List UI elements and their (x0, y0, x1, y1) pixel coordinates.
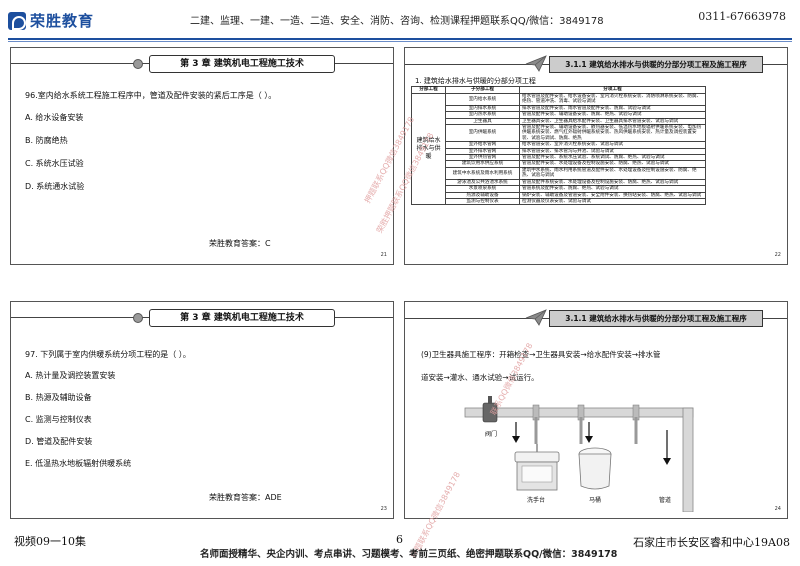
subdivision-cell: 监测与控制仪表 (445, 197, 520, 206)
table-row: 水景喷泉系统 管道系统及配件安装、防腐、绝热、试验与调试 (412, 185, 706, 193)
subdivision-cell: 室内给水系统 (445, 93, 520, 106)
chapter-title: 第 3 章 建筑机电工程施工技术 (149, 309, 335, 327)
item-cell: 管道及配件安装、辅助设备安装、散热器安装、低温热水地板辐射供暖系统安装、电加热供… (519, 124, 706, 143)
question-text: 96.室内给水系统工程施工程序中，管道及配件安装的紧后工序是（ ）。 (25, 91, 277, 100)
process-text-line1: (9)卫生器具施工程序：开箱检查→卫生器具安装→给水配件安装→排水管 (421, 350, 661, 359)
table-row: 监测与控制仪表 检测仪器及仪表安装、试验与调试 (412, 197, 706, 206)
header-divider (8, 38, 792, 40)
table-header-division: 分部工程 (411, 86, 446, 94)
flow-arrow (585, 422, 593, 443)
answer-text: 荣胜教育答案：ADE (209, 493, 282, 502)
table-header-subdivision: 子分部工程 (445, 86, 520, 94)
option-a: A. 给水设备安装 (25, 113, 84, 122)
header-phone: 0311-67663978 (698, 10, 786, 23)
chapter-badge-icon (133, 313, 143, 323)
chapter-title: 第 3 章 建筑机电工程施工技术 (149, 55, 335, 73)
sink-label: 洗手台 (527, 496, 545, 504)
footer-address: 石家庄市长安区睿和中心19A08 (633, 536, 790, 549)
item-cell: 给水管道及配件安装、给水设备安装、室内消火栓系统安装、消防喷淋系统安装、防腐、绝… (519, 93, 706, 106)
table-row: 热源及辅助设备 锅炉安装、辅助设备及管道安装、安全附件安装、换热站安装、防腐、绝… (412, 191, 706, 199)
subdivision-table: 分部工程 子分部工程 分项工程 建筑给水排水与供暖 室内给水系统 给水管道及配件… (411, 86, 706, 206)
logo-text: 荣胜教育 (30, 12, 95, 30)
section-title: 3.1.1 建筑给水排水与供暖的分部分项工程及施工程序 (549, 56, 763, 73)
option-d: D. 管道及配件安装 (25, 437, 93, 446)
paper-plane-icon (525, 309, 547, 326)
plumbing-diagram: 阀门 洗手台 马桶 管道 (464, 396, 694, 512)
table-row: 建筑饮用水供应系统 管道及配件安装、水处理设备及控制设施安装、防腐、绝热、试验与… (412, 160, 706, 168)
table-caption: 1. 建筑给水排水与供暖的分部分项工程 (415, 77, 536, 85)
process-text-line2: 道安装→灌水、通水试验→试运行。 (421, 373, 539, 382)
question-text: 97. 下列属于室内供暖系统分项工程的是（ ）。 (25, 350, 191, 359)
section-header: 3.1.1 建筑给水排水与供暖的分部分项工程及施工程序 (405, 54, 787, 74)
section-header: 3.1.1 建筑给水排水与供暖的分部分项工程及施工程序 (405, 308, 787, 328)
slide-24: 3.1.1 建筑给水排水与供暖的分部分项工程及施工程序 (9)卫生器具施工程序：… (404, 301, 788, 519)
item-cell: 锅炉安装、辅助设备及管道安装、安全附件安装、换热站安装、防腐、绝热、试验与调试 (519, 191, 706, 199)
slide-page-number: 23 (380, 506, 387, 512)
slide-page-number: 21 (380, 252, 387, 258)
flow-arrow (512, 422, 520, 443)
valve-label: 阀门 (485, 430, 497, 438)
page-header: 荣胜教育 二建、监理、一建、一造、二造、安全、消防、咨询、检测课程押题联系QQ/… (0, 0, 800, 42)
slide-23: 第 3 章 建筑机电工程施工技术 97. 下列属于室内供暖系统分项工程的是（ ）… (10, 301, 394, 519)
option-c: C. 监测与控制仪表 (25, 415, 92, 424)
chapter-badge-icon (133, 59, 143, 69)
option-a: A. 热计量及调控装置安装 (25, 371, 116, 380)
item-cell: 建筑中水系统、雨水利用系统管道及配件安装、水处理设备及控制设施安装、防腐、绝热、… (519, 166, 706, 180)
paper-plane-icon (525, 55, 547, 72)
item-cell: 给水管道安装、室外消火栓系统安装、试验与调试 (519, 141, 706, 149)
item-cell: 检测仪器及仪表安装、试验与调试 (519, 197, 706, 206)
chapter-header: 第 3 章 建筑机电工程施工技术 (11, 55, 393, 73)
footer-ad: 名师面授精华、央企内训、考点串讲、习题模考、考前三页纸、绝密押题联系QQ/微信：… (200, 549, 618, 560)
logo-icon (8, 11, 26, 30)
subdivision-cell: 室内供暖系统 (445, 124, 520, 143)
option-b: B. 防腐绝热 (25, 136, 68, 145)
table-row: 建筑给水排水与供暖 室内给水系统 给水管道及配件安装、给水设备安装、室内消火栓系… (411, 92, 706, 206)
table-row: 室外供热管网 管道及配件安装、系统水压试验、系统调试、防腐、绝热、试验与调试 (412, 154, 706, 162)
subdivision-cell: 建筑中水系统及雨水利用系统 (445, 166, 520, 180)
slide-page-number: 22 (774, 252, 781, 258)
item-cell: 管道及配件安装、系统水压试验、系统调试、防腐、绝热、试验与调试 (519, 154, 706, 162)
table-row: 卫生器具 卫生器具安装、卫生器具给水配件安装、卫生器具排水管道安装、试验与调试 (412, 117, 706, 126)
option-c: C. 系统水压试验 (25, 159, 84, 168)
table-row: 室外给水管网 给水管道安装、室外消火栓系统安装、试验与调试 (412, 141, 706, 149)
footer-page-number: 6 (396, 533, 403, 546)
flow-arrow (663, 430, 671, 465)
item-cell: 卫生器具安装、卫生器具给水配件安装、卫生器具排水管道安装、试验与调试 (519, 117, 706, 126)
option-e: E. 低温热水地板辐射供暖系统 (25, 459, 132, 468)
table-row: 室外排水管网 排水管道安装、排水管沟与井池、试验与调试 (412, 147, 706, 156)
footer-left: 视频09一10集 (14, 535, 86, 548)
table-row: 游泳池及公共浴池水系统 管道及配件系统安装、水处理设备及控制设施安装、防腐、绝热… (412, 178, 706, 187)
item-cell: 管道及配件安装、水处理设备及控制设施安装、防腐、绝热、试验与调试 (519, 160, 706, 168)
section-title: 3.1.1 建筑给水排水与供暖的分部分项工程及施工程序 (549, 310, 763, 327)
header-divider-thin (8, 41, 792, 42)
item-cell: 管道系统及配件安装、防腐、绝热、试验与调试 (519, 185, 706, 193)
item-cell: 排水管道安装、排水管沟与井池、试验与调试 (519, 147, 706, 156)
toilet-icon (578, 447, 612, 490)
slide-page-number: 24 (774, 506, 781, 512)
table-row: 建筑中水系统及雨水利用系统 建筑中水系统、雨水利用系统管道及配件安装、水处理设备… (412, 166, 706, 180)
item-cell: 管道及配件安装、辅助设备安装、防腐、绝热、试验与调试 (519, 111, 706, 119)
header-title: 二建、监理、一建、一造、二造、安全、消防、咨询、检测课程押题联系QQ/微信：38… (190, 16, 604, 27)
valve-icon (482, 396, 498, 423)
option-d: D. 系统通水试验 (25, 182, 85, 191)
answer-text: 荣胜教育答案：C (209, 239, 271, 248)
table-header-item: 分项工程 (519, 86, 706, 94)
slide-22: 3.1.1 建筑给水排水与供暖的分部分项工程及施工程序 1. 建筑给水排水与供暖… (404, 47, 788, 265)
sink-icon (514, 444, 560, 491)
drain-riser-pipe (682, 407, 694, 512)
slide-21: 第 3 章 建筑机电工程施工技术 96.室内给水系统工程施工程序中，管道及配件安… (10, 47, 394, 265)
table-row: 室内热水系统 管道及配件安装、辅助设备安装、防腐、绝热、试验与调试 (412, 111, 706, 119)
table-row: 室内供暖系统 管道及配件安装、辅助设备安装、散热器安装、低温热水地板辐射供暖系统… (412, 124, 706, 143)
chapter-header: 第 3 章 建筑机电工程施工技术 (11, 309, 393, 327)
option-b: B. 热源及辅助设备 (25, 393, 92, 402)
brand-logo: 荣胜教育 (8, 10, 94, 31)
toilet-label: 马桶 (589, 496, 601, 504)
item-cell: 管道及配件系统安装、水处理设备及控制设施安装、防腐、绝热、试验与调试 (519, 178, 706, 187)
pipe-label: 管道 (659, 496, 671, 504)
